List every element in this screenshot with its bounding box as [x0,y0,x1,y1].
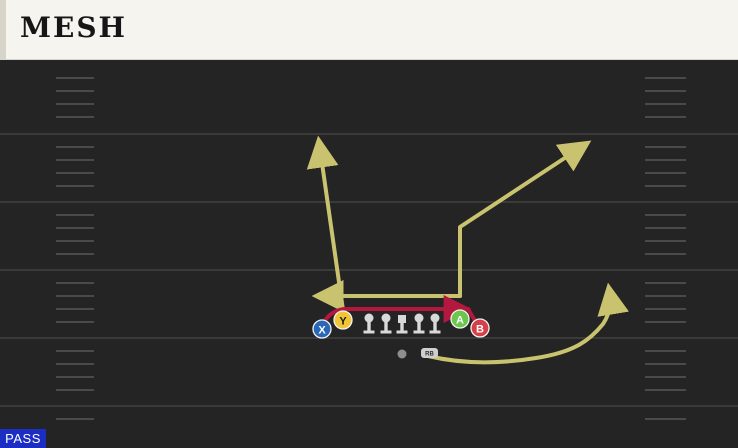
a-route-icon [458,140,592,298]
lineman-icon [380,313,392,334]
a-player[interactable]: A [450,309,470,329]
play-title: MESH [20,11,128,44]
rb-label: RB [425,352,434,358]
left-hash-marks [56,77,94,420]
rb-route-icon [426,282,629,365]
y-button-icon[interactable] [333,310,353,330]
a-label: A [456,315,464,327]
b-button-icon[interactable] [470,318,490,338]
play-routes [306,135,629,365]
right-hash-marks [645,77,686,420]
lineman-icon [413,313,425,334]
b-player[interactable]: B [470,318,490,338]
field-surface [0,60,738,448]
pass-badge: PASS [0,429,46,448]
quarterback-marker [397,349,407,359]
lineman-icon [429,313,441,334]
y-player[interactable]: Y [333,310,353,330]
yard-lines [0,133,738,407]
a-button-icon[interactable] [450,309,470,329]
b-label: B [476,324,484,336]
rb-tag-icon [421,348,438,358]
play-diagram: RB X Y A B [0,60,738,448]
x-player[interactable]: X [312,319,332,339]
offensive-line [363,313,441,334]
lineman-icon [363,313,375,334]
y-label: Y [339,316,347,328]
x-label: X [318,325,326,337]
quarterback-icon [396,315,408,334]
rb-tag: RB [421,348,438,358]
title-accent-bar [0,0,6,60]
play-title-bar: MESH [0,0,738,60]
football-field: RB X Y A B [0,60,738,448]
x-button-icon[interactable] [312,319,332,339]
